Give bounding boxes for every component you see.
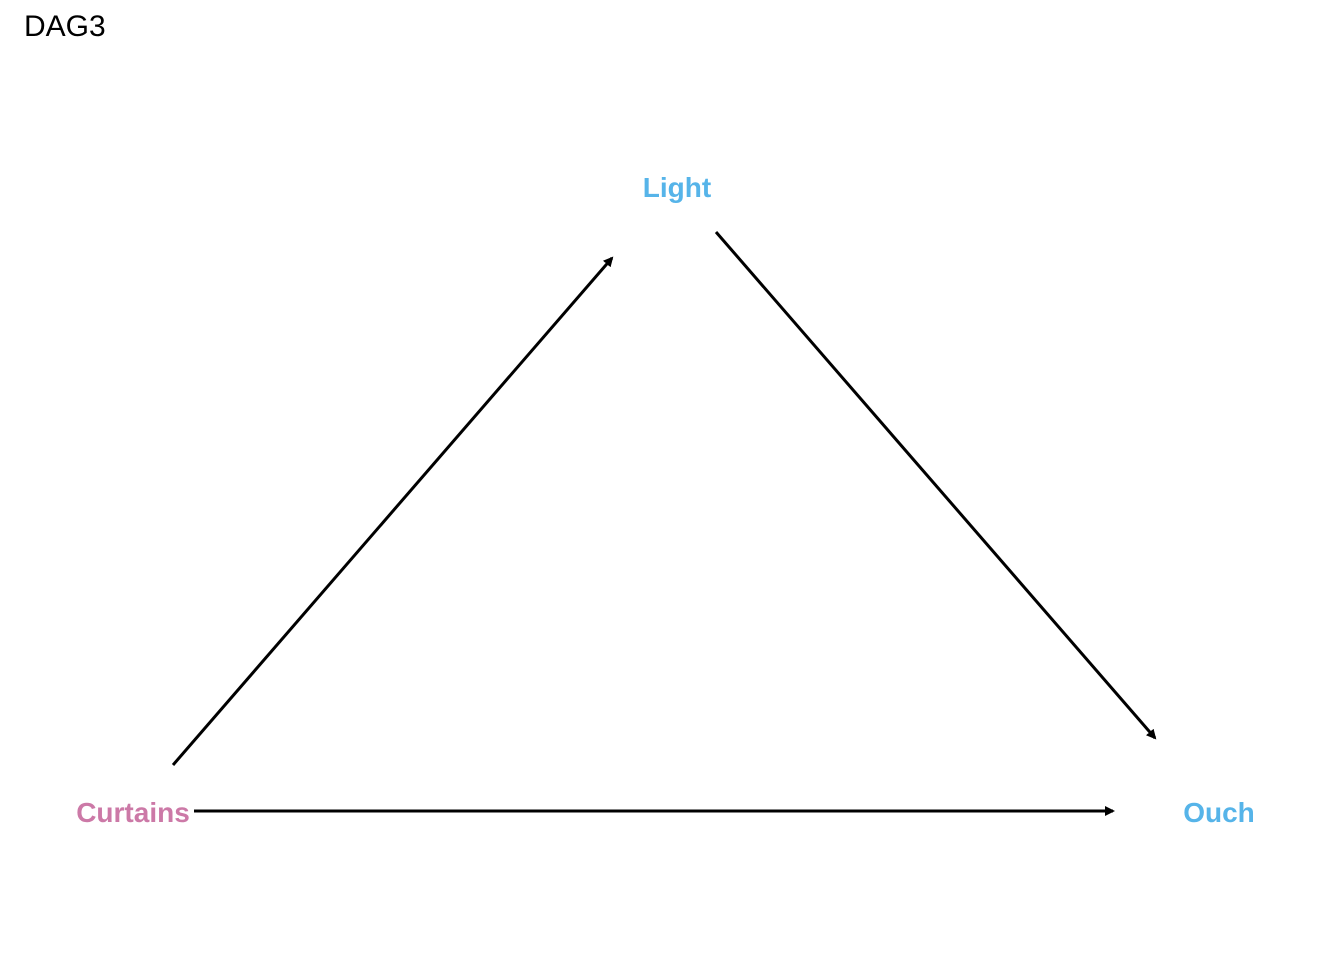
node-light: Light [643, 172, 711, 203]
node-ouch: Ouch [1183, 797, 1255, 828]
node-curtains: Curtains [76, 797, 190, 828]
edge-light-to-ouch [714, 231, 1157, 740]
diagram-title: DAG3 [24, 10, 106, 43]
edge-curtains-to-light [171, 256, 614, 766]
